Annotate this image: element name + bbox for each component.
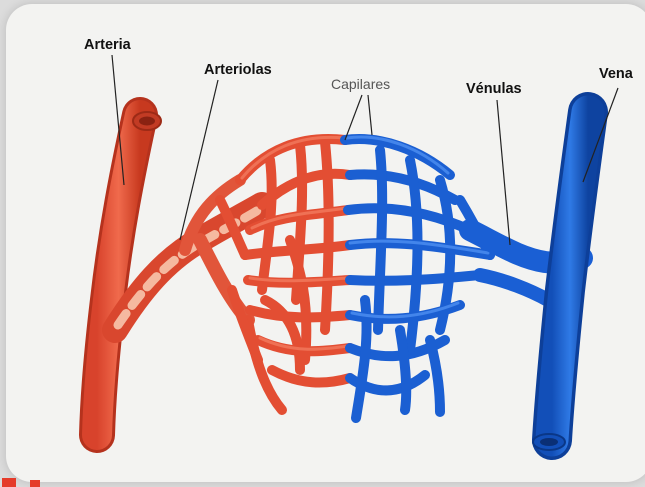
label-venulas: Vénulas: [466, 81, 522, 97]
label-vena: Vena: [599, 66, 633, 82]
page-corner-mark: [0, 474, 70, 487]
capillary-network-blue: [345, 139, 490, 418]
label-arteriolas: Arteriolas: [204, 62, 272, 78]
label-arteria: Arteria: [84, 37, 131, 53]
vein-vessel: [533, 112, 588, 450]
label-capilares: Capilares: [331, 76, 390, 92]
capillary-network-red: [220, 139, 350, 410]
